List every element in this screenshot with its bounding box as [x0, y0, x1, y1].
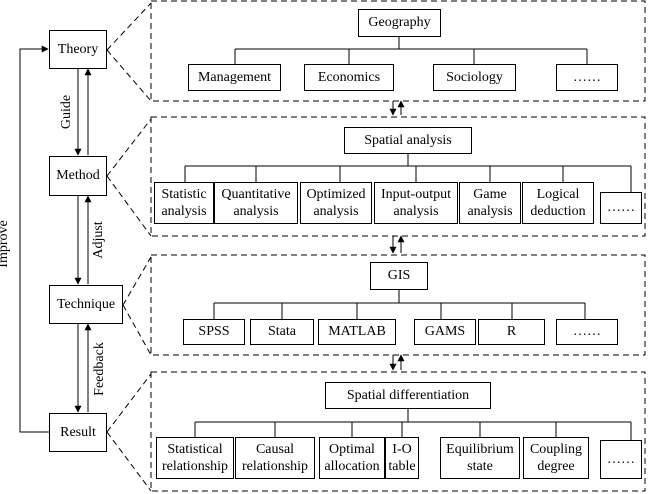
spatial-analysis-item: Optimized analysis — [300, 182, 372, 224]
panel-spatial-differentiation-frame — [150, 371, 646, 492]
gis-item: …… — [556, 319, 618, 345]
spatial-differentiation-title: Spatial differentiation — [325, 382, 491, 409]
geography-item: …… — [556, 64, 618, 91]
method-box: Method — [49, 156, 107, 196]
gis-item: Stata — [250, 319, 314, 345]
adjust-label: Adjust — [91, 221, 106, 259]
technique-connector — [122, 256, 152, 306]
theory-box: Theory — [49, 30, 107, 69]
result-connector — [106, 373, 152, 433]
spatial-differentiation-item: Causal relationship — [235, 437, 315, 479]
theory-connector — [106, 2, 152, 51]
spatial-analysis-item: …… — [600, 192, 642, 224]
spatial-differentiation-item: Coupling degree — [523, 437, 589, 479]
feedback-label: Feedback — [92, 342, 107, 396]
spatial-differentiation-item: Statistical relationship — [156, 437, 234, 479]
spatial-analysis-item: Logical deduction — [522, 182, 594, 224]
guide-label: Guide — [59, 94, 74, 130]
technique-box: Technique — [49, 285, 123, 324]
geography-item: Sociology — [433, 64, 516, 91]
spatial-differentiation-item: I-O table — [385, 437, 419, 479]
result-box: Result — [49, 413, 107, 452]
improve-label: Improve — [0, 220, 11, 268]
result-connector-2 — [106, 431, 152, 492]
geography-item: Management — [188, 64, 281, 91]
gis-item: R — [478, 319, 545, 345]
geography-item: Economics — [304, 64, 394, 91]
spatial-analysis-item: Game analysis — [459, 182, 521, 224]
method-connector-2 — [106, 175, 152, 237]
geography-title: Geography — [358, 9, 441, 37]
spatial-analysis-title: Spatial analysis — [344, 127, 472, 154]
gis-title: GIS — [370, 262, 428, 290]
spatial-analysis-item: Input-output analysis — [374, 182, 458, 224]
method-connector — [106, 118, 152, 177]
spatial-differentiation-item: Optimal allocation — [319, 437, 385, 479]
spatial-analysis-item: Statistic analysis — [154, 182, 214, 224]
spatial-differentiation-item: …… — [600, 440, 642, 479]
gis-item: GAMS — [414, 319, 476, 345]
gis-item: SPSS — [183, 319, 245, 345]
gis-item: MATLAB — [318, 319, 396, 345]
improve-loop-arrow — [19, 45, 49, 433]
technique-connector-2 — [122, 304, 152, 356]
spatial-differentiation-item: Equilibrium state — [440, 437, 520, 479]
spatial-analysis-item: Quantitative analysis — [214, 182, 298, 224]
theory-connector-2 — [106, 49, 152, 102]
